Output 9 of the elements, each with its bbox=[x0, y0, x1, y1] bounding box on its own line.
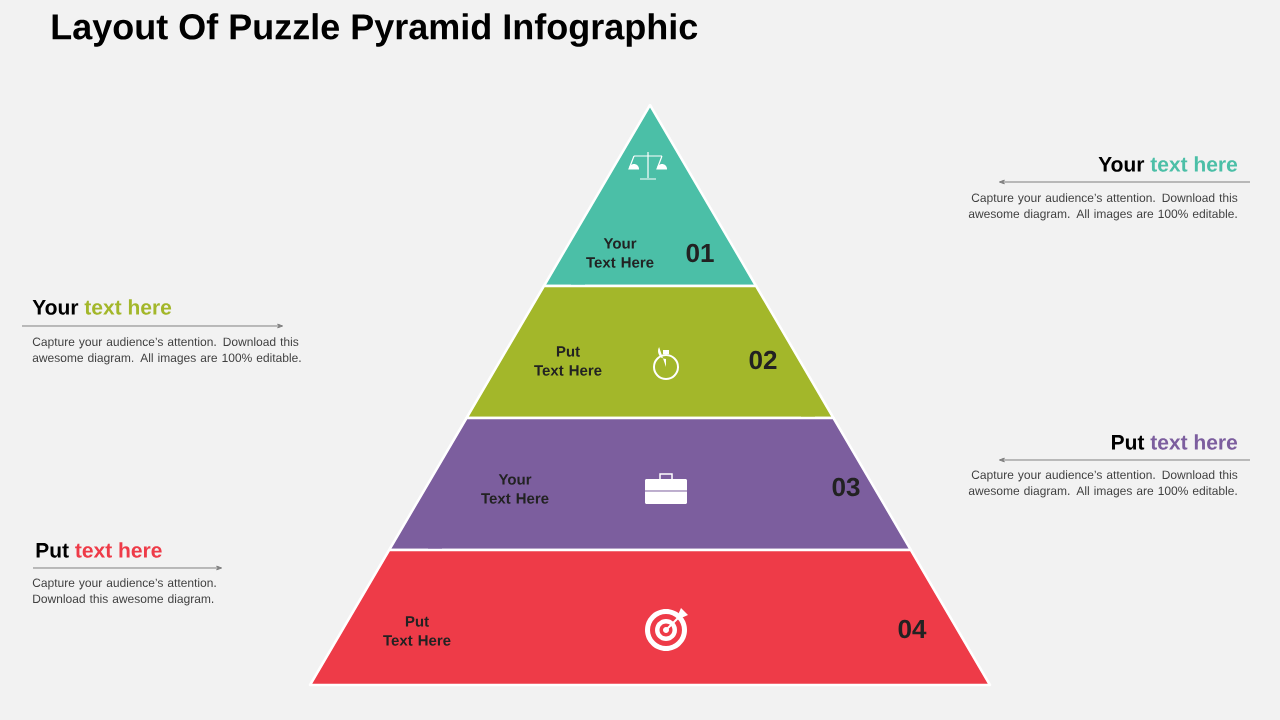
callout-heading: Your text here bbox=[1098, 156, 1238, 172]
callout-text: Capture your audience’s attention. Download this awesome diagram. All images are 100% editable. bbox=[968, 470, 1238, 498]
callout-heading: Put text here bbox=[36, 542, 162, 558]
callout-text: Capture your audience’s attention. Download this awesome diagram. All images are 100% editable. bbox=[32, 337, 301, 365]
callout-heading: Your text here bbox=[32, 299, 172, 315]
title: Layout Of Puzzle Pyramid Infographic bbox=[52, 13, 698, 47]
callout-text: Capture your audience’s attention. Download this awesome diagram. bbox=[32, 578, 216, 606]
callout-heading: Put text here bbox=[1112, 434, 1238, 450]
callout-text: Capture your audience’s attention. Download this awesome diagram. All images are 100% editable. bbox=[968, 193, 1238, 221]
